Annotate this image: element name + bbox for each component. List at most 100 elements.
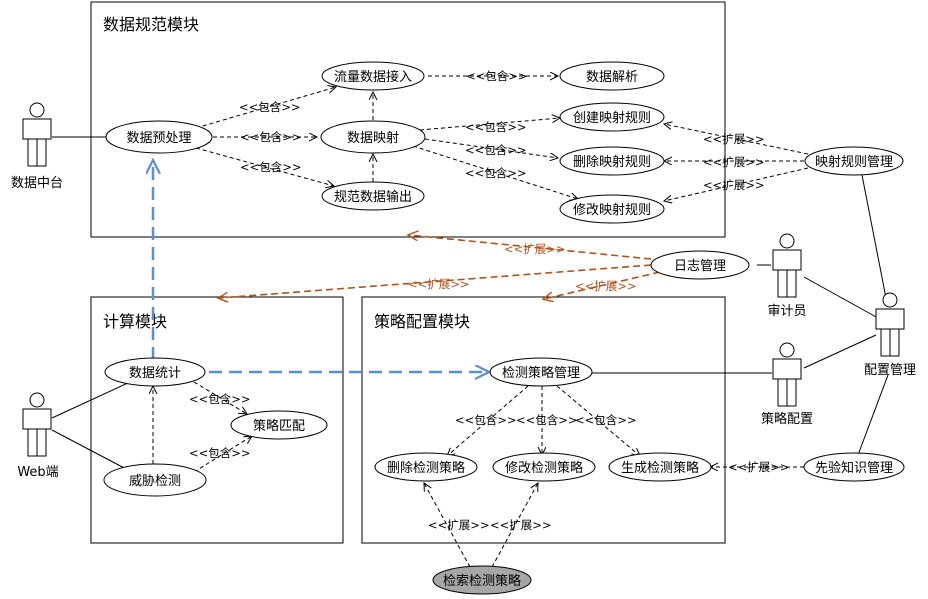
relation-labels: <<包含>> <<包含>> <<包含>> <<包含>> <<包含>> <<包含>… <box>189 69 790 532</box>
label-extend-log: <<扩展>> <box>408 277 470 291</box>
actor-labels: 数据中台 Web端 审计员 策略配置 配置管理 <box>11 176 916 480</box>
usecase-prior-mgmt <box>803 452 905 482</box>
actor-figures <box>22 102 905 457</box>
label-extend: <<扩展>> <box>490 518 552 532</box>
label-include: <<包含>> <box>575 413 637 427</box>
use-case-shapes <box>103 61 905 595</box>
label-include: <<包含>> <box>516 413 578 427</box>
label-include: <<包含>> <box>189 446 251 460</box>
actor-data-platform-figure <box>22 102 52 167</box>
assoc-strategyconfig-config <box>803 334 877 369</box>
usecase-modify-rule <box>559 194 665 224</box>
label-include: <<包含>> <box>465 120 527 134</box>
usecase-label-stats: 数据统计 <box>129 366 181 381</box>
usecase-gen-detect <box>608 452 712 482</box>
usecase-detect-mgmt <box>489 357 593 387</box>
usecase-threat <box>103 463 207 497</box>
usecase-delete-detect <box>374 452 478 482</box>
label-include: <<包含>> <box>240 130 302 144</box>
usecase-label-search-detect: 检索检测策略 <box>443 573 521 589</box>
usecase-label-threat: 威胁检测 <box>129 474 181 489</box>
rel-log-compute <box>219 264 652 298</box>
rel-stats-match <box>193 381 247 414</box>
label-include: <<包含>> <box>240 160 302 174</box>
usecase-label-create-rule: 创建映射规则 <box>573 110 651 126</box>
actor-config-mgmt-figure <box>875 292 905 357</box>
usecase-label-data-parse: 数据解析 <box>586 70 638 85</box>
usecase-create-rule <box>559 102 665 132</box>
actor-auditor: 审计员 <box>767 304 806 319</box>
flow-lines <box>153 161 488 372</box>
rel-log-strategy <box>544 271 661 299</box>
assoc-rulemgmt-config <box>861 174 887 299</box>
usecase-label-rule-mgmt: 映射规则管理 <box>815 154 893 170</box>
rel-mapping-delete <box>424 138 558 158</box>
compute-module-title: 计算模块 <box>103 312 167 331</box>
use-case-labels: 流量数据接入 数据解析 数据预处理 数据映射 创建映射规则 删除映射规则 修改映… <box>126 69 893 589</box>
log-extend-lines <box>219 235 661 299</box>
label-extend: <<扩展>> <box>703 155 765 169</box>
actor-strategy-config: 策略配置 <box>761 411 813 427</box>
usecase-delete-rule <box>559 146 665 176</box>
actor-strategy-config-figure <box>772 342 802 407</box>
actor-auditor-figure <box>772 233 802 298</box>
usecase-spec-output <box>321 181 425 211</box>
usecase-label-delete-rule: 删除映射规则 <box>573 154 651 170</box>
strategy-module-title: 策略配置模块 <box>374 312 470 331</box>
actor-web-figure <box>22 392 52 457</box>
rel-log-spec <box>409 235 652 260</box>
label-include: <<包含>> <box>466 69 528 83</box>
actor-web: Web端 <box>17 465 58 480</box>
usecase-search-detect <box>432 565 532 595</box>
assoc-auditor-config <box>803 276 879 319</box>
label-extend: <<扩展>> <box>703 132 765 146</box>
usecase-label-spec-output: 规范数据输出 <box>334 189 412 205</box>
rel-detect-delete <box>447 385 529 456</box>
usecase-label-prior-mgmt: 先验知识管理 <box>815 460 893 476</box>
usecase-stats <box>104 357 206 387</box>
label-extend-log: <<扩展>> <box>575 279 637 293</box>
usecase-log-mgmt <box>650 250 750 280</box>
label-include: <<包含>> <box>455 413 517 427</box>
usecase-label-match: 策略匹配 <box>253 418 305 434</box>
usecase-label-detect-mgmt: 检测策略管理 <box>502 365 580 381</box>
usecase-label-gen-detect: 生成检测策略 <box>621 460 699 476</box>
rel-rulemgmt-modify <box>664 167 809 201</box>
usecase-data-parse <box>559 61 665 91</box>
usecase-modify-detect <box>492 452 596 482</box>
rel-threat-match <box>193 436 252 473</box>
label-include: <<包含>> <box>239 100 301 114</box>
usecase-label-log-mgmt: 日志管理 <box>674 259 726 274</box>
usecase-label-modify-detect: 修改检测策略 <box>505 460 583 476</box>
actor-data-platform: 数据中台 <box>11 176 63 191</box>
label-extend-log: <<扩展>> <box>504 242 566 256</box>
label-extend: <<扩展>> <box>728 460 790 474</box>
assoc-web-stats <box>51 381 131 419</box>
usecase-preprocess <box>105 120 213 154</box>
label-include: <<包含>> <box>189 392 251 406</box>
rel-search-modify <box>491 483 538 568</box>
assoc-prior-config <box>857 374 889 456</box>
rel-mapping-create <box>419 118 560 131</box>
label-extend: <<扩展>> <box>428 518 490 532</box>
usecase-label-mapping: 数据映射 <box>347 130 399 146</box>
label-extend: <<扩展>> <box>703 178 765 192</box>
usecase-label-preprocess: 数据预处理 <box>126 131 191 146</box>
rel-preprocess-stream <box>195 87 336 129</box>
log-extend-labels: <<扩展>> <<扩展>> <<扩展>> <box>408 242 637 293</box>
rel-rulemgmt-create <box>664 124 809 155</box>
label-include: <<包含>> <box>465 143 527 157</box>
usecase-match <box>230 410 328 440</box>
rel-mapping-modify <box>412 145 578 199</box>
actor-config-mgmt: 配置管理 <box>864 363 916 378</box>
rel-preprocess-output <box>195 147 334 186</box>
relation-lines <box>153 76 809 568</box>
label-include: <<包含>> <box>465 166 527 180</box>
usecase-label-modify-rule: 修改映射规则 <box>573 202 651 218</box>
usecase-stream-access <box>321 61 425 91</box>
association-lines <box>51 136 889 471</box>
spec-module-title: 数据规范模块 <box>103 15 199 34</box>
usecase-label-stream-access: 流量数据接入 <box>334 69 412 85</box>
rel-search-delete <box>424 483 471 568</box>
